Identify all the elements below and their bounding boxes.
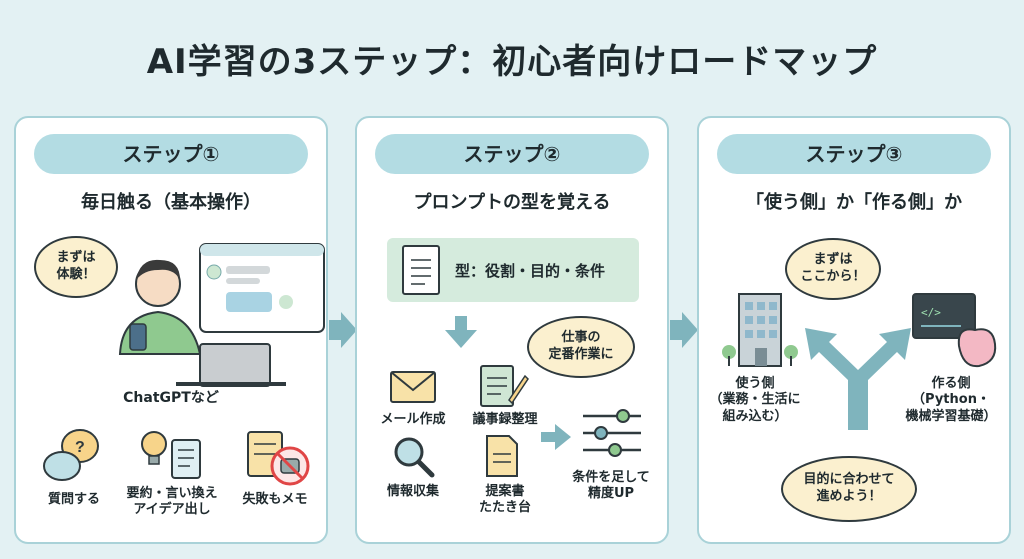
step-2-pill: ステップ② (375, 134, 649, 174)
page-title: AI学習の3ステップ：初心者向けロードマップ (146, 42, 878, 82)
step-3-bottom-bubble: 目的に合わせて 進めよう！ (781, 456, 917, 522)
down-arrow-icon (445, 316, 477, 348)
use-side-label: 使う側 （業務・生活に 組み込む） (709, 376, 801, 424)
fork-arrow-icon (805, 328, 911, 430)
lightbulb-document-icon (141, 431, 201, 479)
step-2-heading: プロンプトの型を覚える (413, 192, 611, 213)
flow-arrow-1-icon (329, 312, 357, 348)
item-minutes-label: 議事録整理 (472, 412, 538, 427)
item-email-label: メール作成 (380, 412, 446, 427)
step-1-speech-bubble: まずは 体験！ (34, 236, 118, 298)
step-2-speech-bubble: 仕事の 定番作業に (527, 316, 635, 378)
prompt-type-box: 型：役割・目的・条件 (387, 238, 639, 302)
minutes-pen-icon (480, 365, 529, 407)
envelope-icon (390, 371, 436, 403)
template-sheet-icon (402, 245, 440, 295)
item-ask-label: 質問する (47, 492, 100, 507)
tuning-label: 条件を足して 精度UP (572, 470, 650, 502)
magnifier-icon (394, 437, 435, 478)
step-3-pill: ステップ③ (717, 134, 991, 174)
make-side-label: 作る側 （Python・ 機械学習基礎） (905, 376, 997, 424)
chatgpt-caption: ChatGPTなど (123, 390, 219, 406)
person-using-chatgpt-icon (118, 243, 325, 387)
chat-question-icon: ? (43, 429, 99, 481)
notepad-robot-icon (247, 431, 310, 486)
svg-text:</>: </> (921, 306, 941, 319)
step-3-panel: ステップ③ 「使う側」か「作る側」か まずは ここから！ </> 使う側 （業務… (697, 116, 1011, 544)
step-3-heading: 「使う側」か「作る側」か (746, 192, 962, 213)
code-brain-icon: </> (912, 293, 997, 368)
item-failure-memo-label: 失敗もメモ (242, 492, 308, 507)
step-1-pill: ステップ① (34, 134, 308, 174)
step-3-top-bubble: まずは ここから！ (785, 238, 881, 300)
step-1-panel: ステップ① 毎日触る（基本操作） まずは 体験！ ChatGPTなど ? 質問す… (14, 116, 328, 544)
svg-text:?: ? (75, 439, 85, 456)
prompt-type-label: 型：役割・目的・条件 (455, 262, 606, 280)
item-summarize-label: 要約・言い換え アイデア出し (126, 486, 218, 518)
document-icon (486, 435, 518, 477)
right-arrow-icon (541, 424, 571, 450)
sliders-icon (583, 409, 641, 457)
flow-arrow-2-icon (670, 312, 698, 348)
office-building-icon (722, 293, 798, 367)
step-2-panel: ステップ② プロンプトの型を覚える 型：役割・目的・条件 仕事の 定番作業に メ… (355, 116, 669, 544)
item-proposal-label: 提案書 たたき台 (478, 484, 531, 516)
item-research-label: 情報収集 (386, 484, 439, 499)
step-1-heading: 毎日触る（基本操作） (81, 192, 261, 213)
